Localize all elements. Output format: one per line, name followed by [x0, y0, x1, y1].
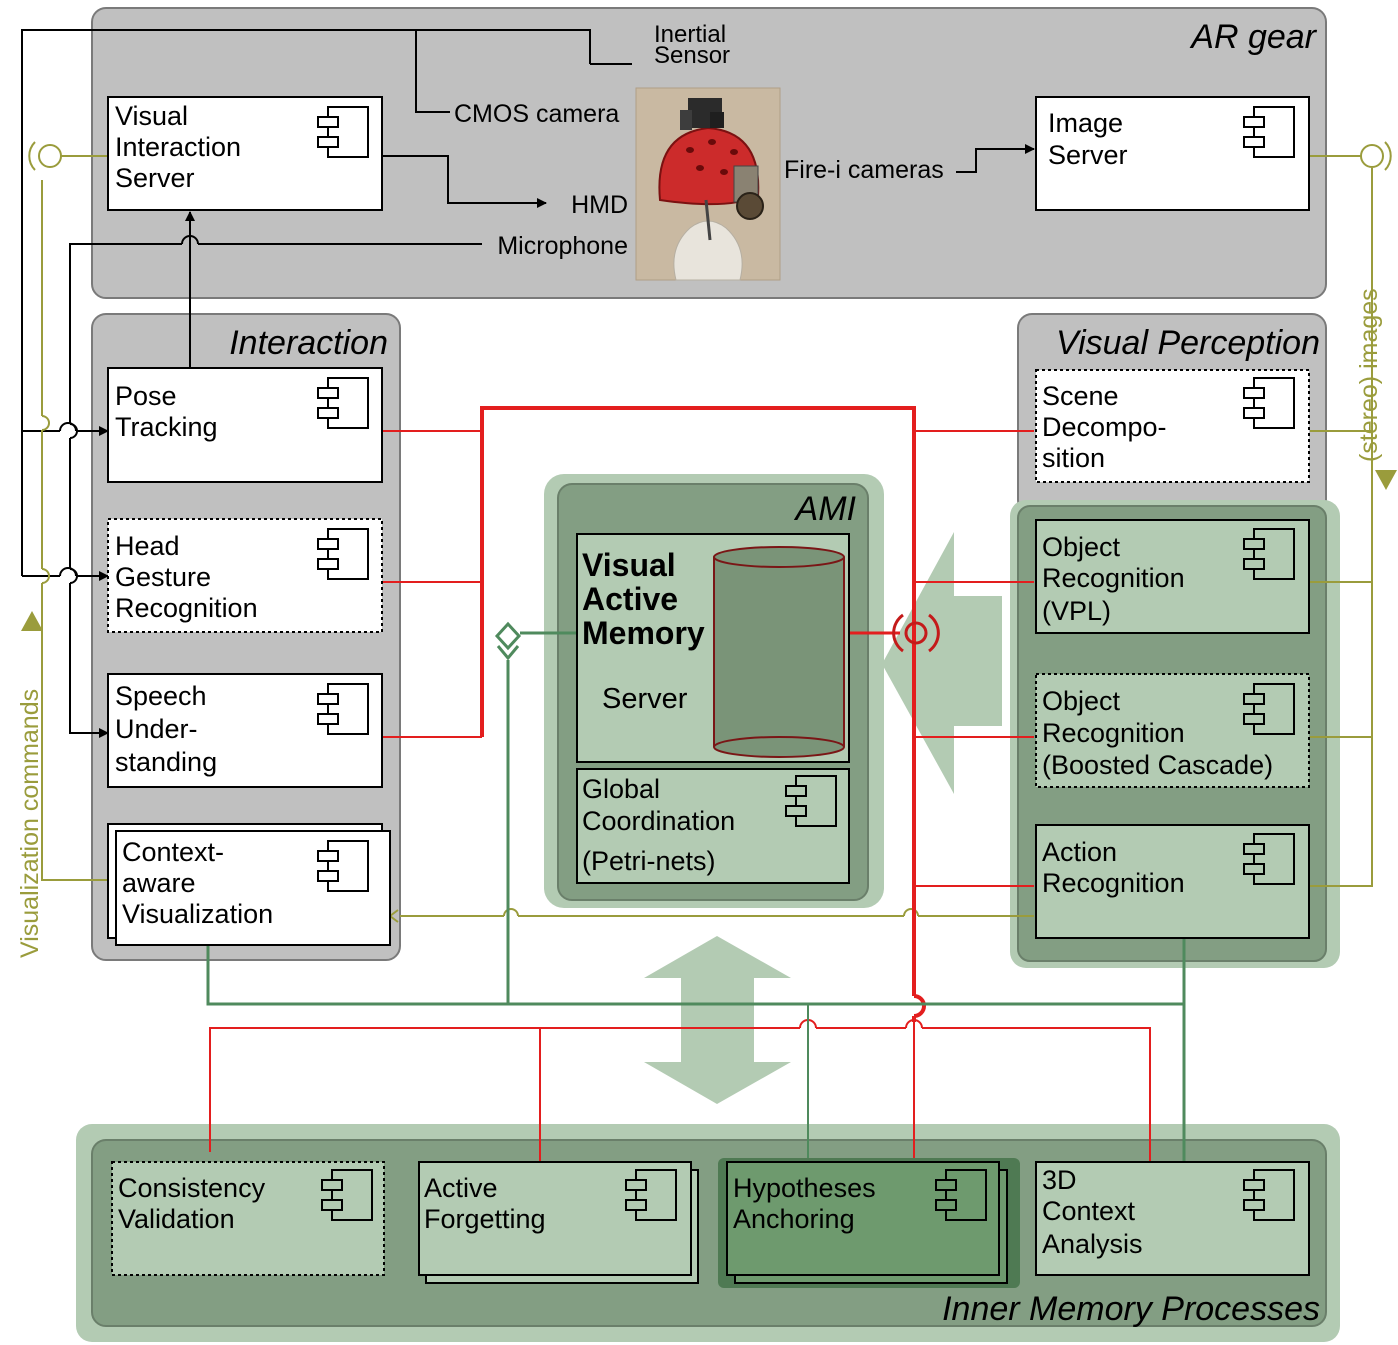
- visual-perception-title: Visual Perception: [1056, 324, 1320, 362]
- head-line-1: Head: [115, 531, 180, 561]
- fire-i-cameras-label: Fire-i cameras: [784, 156, 944, 184]
- 3d-context-analysis[interactable]: 3D Context Analysis: [1035, 1161, 1310, 1276]
- olive-connections: [28, 141, 1392, 923]
- context-line-1: Context-: [122, 837, 224, 867]
- head-line-2: Gesture: [115, 562, 211, 592]
- device-connections: [21, 29, 1035, 738]
- visual-interaction-server[interactable]: Visual Interaction Server: [107, 96, 383, 211]
- anchoring-line-2: Anchoring: [733, 1204, 855, 1234]
- forgetting-line-2: Forgetting: [424, 1204, 546, 1234]
- context3d-line-1: 3D: [1042, 1165, 1077, 1195]
- memory-interface-socket: [892, 613, 940, 653]
- action-line-2: Recognition: [1042, 868, 1185, 898]
- vam-server-label: Server: [602, 683, 688, 715]
- visualization-commands-label: Visualization commands: [16, 689, 44, 958]
- action-recognition[interactable]: Action Recognition: [1035, 824, 1310, 939]
- context3d-line-2: Context: [1042, 1196, 1136, 1226]
- object-recognition-vpl[interactable]: Object Recognition (VPL): [1035, 519, 1310, 634]
- context-line-3: Visualization: [122, 899, 273, 929]
- anchoring-line-1: Hypotheses: [733, 1173, 876, 1203]
- vam-line-1: Visual: [582, 547, 676, 583]
- inertial-line-1: Inertial: [654, 21, 726, 48]
- pose-line-1: Pose: [115, 381, 177, 411]
- speech-line-3: standing: [115, 747, 217, 777]
- objbc-line-3: (Boosted Cascade): [1042, 750, 1273, 780]
- vam-line-2: Active: [582, 581, 678, 617]
- active-forgetting[interactable]: Active Forgetting: [418, 1161, 699, 1284]
- scene-line-1: Scene: [1042, 381, 1119, 411]
- scene-line-2: Decompo-: [1042, 412, 1167, 442]
- vis-server-line-2: Interaction: [115, 132, 241, 162]
- visual-active-memory-server[interactable]: Visual Active Memory Server: [576, 533, 850, 763]
- scene-line-3: sition: [1042, 443, 1105, 473]
- vis-server-line-3: Server: [115, 163, 195, 193]
- interaction-title: Interaction: [229, 324, 388, 362]
- vam-line-3: Memory: [582, 615, 705, 651]
- objbc-line-2: Recognition: [1042, 718, 1185, 748]
- objvpl-line-2: Recognition: [1042, 563, 1185, 593]
- ar-gear-title: AR gear: [1189, 18, 1317, 56]
- inertial-line-2: Sensor: [654, 42, 730, 69]
- speech-line-1: Speech: [115, 681, 207, 711]
- object-recognition-boosted-cascade[interactable]: Object Recognition (Boosted Cascade): [1035, 673, 1310, 788]
- hmd-label: HMD: [571, 191, 628, 219]
- consistency-line-2: Validation: [118, 1204, 235, 1234]
- global-line-2: Coordination: [582, 806, 735, 836]
- forgetting-line-1: Active: [424, 1173, 498, 1203]
- coordination-connections: [206, 621, 1186, 1162]
- consistency-validation[interactable]: Consistency Validation: [111, 1161, 385, 1276]
- perception-to-memory-arrow: [882, 532, 1002, 794]
- speech-understanding[interactable]: Speech Under- standing: [107, 673, 383, 788]
- head-line-3: Recognition: [115, 593, 258, 623]
- action-line-1: Action: [1042, 837, 1117, 867]
- context-aware-visualization[interactable]: Context- aware Visualization: [107, 823, 391, 946]
- ar-helmet-photo: [635, 87, 781, 281]
- ami-title: AMI: [794, 490, 857, 528]
- objvpl-line-1: Object: [1042, 532, 1121, 562]
- hypotheses-anchoring[interactable]: Hypotheses Anchoring: [718, 1158, 1020, 1288]
- image-server-line-1: Image: [1048, 108, 1123, 138]
- image-server[interactable]: Image Server: [1035, 96, 1310, 211]
- inertial-sensor-label: Inertial Sensor: [654, 21, 730, 69]
- global-line-1: Global: [582, 774, 660, 804]
- stereo-images-label: (stereo) images: [1355, 288, 1383, 462]
- objvpl-line-3: (VPL): [1042, 596, 1111, 626]
- consistency-line-1: Consistency: [118, 1173, 266, 1203]
- pose-line-2: Tracking: [115, 412, 218, 442]
- context-line-2: aware: [122, 868, 196, 898]
- objbc-line-1: Object: [1042, 686, 1121, 716]
- global-line-3: (Petri-nets): [582, 846, 716, 876]
- red-bus: [480, 406, 926, 1022]
- speech-line-2: Under-: [115, 714, 198, 744]
- vis-server-line-1: Visual: [115, 101, 188, 131]
- inner-memory-title: Inner Memory Processes: [942, 1290, 1320, 1328]
- memory-processes-double-arrow: [644, 936, 791, 1104]
- cmos-camera-label: CMOS camera: [454, 100, 619, 128]
- context3d-line-3: Analysis: [1042, 1229, 1143, 1259]
- image-server-line-2: Server: [1048, 140, 1128, 170]
- microphone-label: Microphone: [497, 232, 628, 260]
- pose-tracking[interactable]: Pose Tracking: [107, 367, 383, 483]
- memory-server-connections: [209, 430, 1151, 1162]
- scene-decomposition[interactable]: Scene Decompo- sition: [1035, 369, 1310, 483]
- database-icon: [713, 546, 845, 758]
- head-gesture-recognition[interactable]: Head Gesture Recognition: [107, 518, 383, 633]
- global-coordination[interactable]: Global Coordination (Petri-nets): [576, 768, 850, 884]
